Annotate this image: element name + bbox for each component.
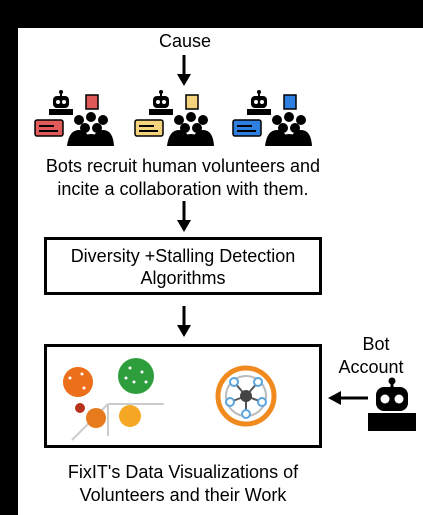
- arrow-down-icon: [177, 306, 191, 337]
- bot-account-line2: Account: [338, 357, 404, 377]
- bot-group-blue: [232, 90, 312, 146]
- algorithms-line2: Algorithms: [140, 268, 226, 288]
- recruit-text-line1: Bots recruit human volunteers and: [45, 156, 321, 176]
- bot-group-yellow: [134, 90, 214, 146]
- id-card-icon: [232, 119, 262, 137]
- bot-icon: [49, 90, 73, 115]
- id-card-icon: [34, 119, 64, 137]
- caption-line2: Volunteers and their Work: [79, 485, 287, 505]
- flag-icon: [85, 94, 99, 110]
- bot-account-line1: Bot: [362, 334, 390, 354]
- crowd-icon: [67, 112, 114, 146]
- id-card-icon: [134, 119, 164, 137]
- recruit-text-line2: incite a collaboration with them.: [57, 179, 309, 199]
- arrow-down-icon: [177, 201, 191, 232]
- crowd-icon: [167, 112, 214, 146]
- bot-icon: [149, 90, 173, 115]
- arrow-down-icon: [177, 55, 191, 86]
- caption-line1: FixIT's Data Visualizations of: [67, 462, 299, 482]
- bot-icon: [247, 90, 271, 115]
- bot-group-red: [34, 90, 114, 146]
- crowd-icon: [265, 112, 312, 146]
- bot-account-icon: [368, 377, 416, 431]
- cluster-chart-icon: [63, 358, 164, 441]
- algorithms-box: [44, 237, 322, 295]
- visualizations-box: [44, 344, 322, 448]
- cause-label: Cause: [158, 31, 212, 51]
- flag-icon: [283, 94, 297, 110]
- network-icon: [215, 365, 277, 427]
- arrow-left-icon: [328, 391, 368, 405]
- flag-icon: [185, 94, 199, 110]
- algorithms-line1: Diversity +Stalling Detection: [70, 246, 296, 266]
